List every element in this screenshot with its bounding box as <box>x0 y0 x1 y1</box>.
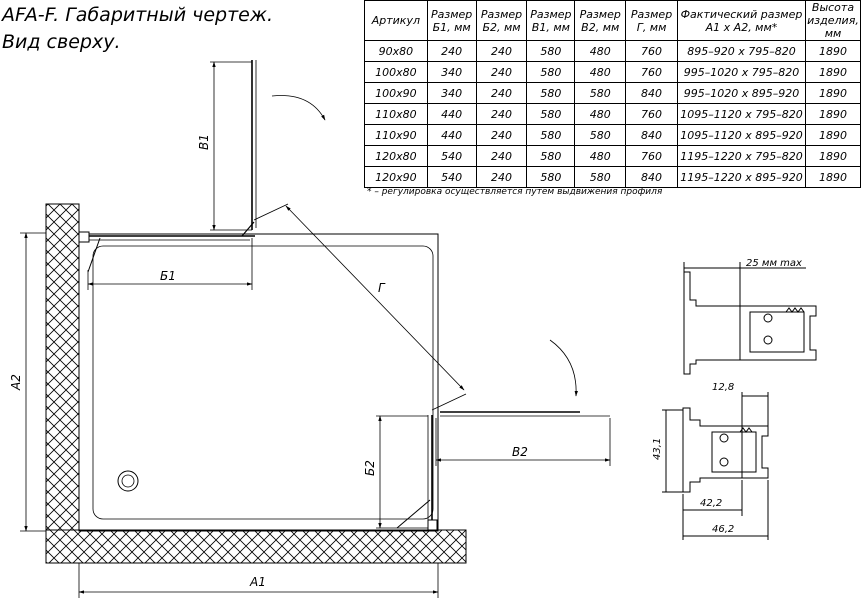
header-text: Б1, мм <box>432 20 471 34</box>
label-b1-vertical: В1 <box>197 134 211 150</box>
spec-header-row: Артикул Размер Б1, мм Размер Б2, мм Разм… <box>364 0 861 41</box>
table-cell: 1195–1220 х 895–920 <box>676 166 806 188</box>
header-text: Размер <box>630 7 673 21</box>
table-row: 120х90 540 240 580 580 840 1195–1220 х 8… <box>364 166 861 188</box>
header-text: Фактический размер <box>680 7 803 21</box>
header-cell: Фактический размер А1 х А2, мм* <box>676 0 806 41</box>
table-cell: 1890 <box>804 61 861 83</box>
tray-outline <box>78 233 439 532</box>
dim-42-2: 42,2 <box>700 498 722 509</box>
table-cell: 580 <box>574 124 627 146</box>
table-cell: 480 <box>574 103 627 125</box>
table-row: 100х90 340 240 580 580 840 995–1020 х 89… <box>364 82 861 104</box>
dim-12-8: 12,8 <box>712 382 734 393</box>
header-text: Б2, мм <box>482 20 521 34</box>
drain <box>117 470 139 492</box>
label-b1: Б1 <box>160 269 176 283</box>
table-cell: 1890 <box>804 103 861 125</box>
header-cell: Артикул <box>364 0 428 41</box>
hinge-b1 <box>87 237 101 273</box>
header-cell: Высота изделия, мм <box>804 0 861 41</box>
header-text: изделия, <box>807 14 859 27</box>
dim-43-1: 43,1 <box>652 438 663 460</box>
header-text: Артикул <box>371 14 420 27</box>
header-cell: Размер В1, мм <box>526 0 576 41</box>
label-a2: А2 <box>9 374 23 391</box>
title-line-2: Вид сверху. <box>2 31 121 53</box>
wall-profile-bottom <box>427 519 438 531</box>
header-text: Размер <box>579 7 621 21</box>
table-cell: 540 <box>426 166 477 188</box>
header-text: Размер <box>480 7 523 21</box>
table-cell: 240 <box>475 166 528 188</box>
table-row: 120х80 540 240 580 480 760 1195–1220 х 7… <box>364 145 861 167</box>
table-cell: 580 <box>526 40 576 62</box>
label-b2: Б2 <box>363 460 377 476</box>
table-cell: 440 <box>426 124 477 146</box>
table-cell: 840 <box>625 166 678 188</box>
spec-table: Артикул Размер Б1, мм Размер Б2, мм Разм… <box>364 0 861 188</box>
table-cell: 1890 <box>804 145 861 167</box>
header-text: Высота <box>811 1 855 14</box>
table-cell: 840 <box>625 124 678 146</box>
bottom-wall <box>45 529 467 564</box>
drawing-title: AFA-F. Габаритный чертеж. Вид сверху. <box>2 2 273 56</box>
hinge-b2 <box>396 499 431 529</box>
wall-profile-top <box>78 231 90 243</box>
table-cell: 580 <box>526 166 576 188</box>
header-text: мм <box>824 27 842 40</box>
header-text: Размер <box>530 7 572 21</box>
table-cell: 580 <box>574 166 627 188</box>
profile-detail-top <box>683 262 817 375</box>
table-cell: 580 <box>526 145 576 167</box>
adjustment-note: * – регулировка осуществляется путем выд… <box>367 187 663 197</box>
header-text: В2, мм <box>581 20 620 34</box>
table-row: 90х80 240 240 580 480 760 895–920 х 795–… <box>364 40 861 62</box>
table-cell: 100х90 <box>364 82 428 104</box>
drain-inner <box>121 474 135 488</box>
table-cell: 580 <box>574 82 627 104</box>
table-cell: 760 <box>625 61 678 83</box>
header-cell: Размер В2, мм <box>574 0 627 41</box>
hinge-b1-b <box>241 221 255 237</box>
dim-25max: 25 мм max <box>746 258 802 269</box>
title-line-1: AFA-F. Габаритный чертеж. <box>2 4 273 26</box>
header-text: В1, мм <box>531 20 570 34</box>
table-cell: 540 <box>426 145 477 167</box>
table-cell: 1095–1120 х 895–920 <box>676 124 806 146</box>
table-cell: 580 <box>526 61 576 83</box>
table-cell: 120х90 <box>364 166 428 188</box>
label-g: Г <box>378 281 386 295</box>
table-row: 100х80 340 240 580 480 760 995–1020 х 79… <box>364 61 861 83</box>
label-a1: А1 <box>249 575 266 589</box>
left-wall <box>45 203 80 531</box>
table-cell: 240 <box>475 145 528 167</box>
table-cell: 1890 <box>804 166 861 188</box>
label-v2: В2 <box>512 445 528 459</box>
profile-detail-bottom <box>662 392 769 540</box>
table-cell: 240 <box>475 124 528 146</box>
header-text: Г, мм <box>636 20 667 34</box>
table-cell: 760 <box>625 103 678 125</box>
dim-46-2: 46,2 <box>712 524 734 535</box>
header-text: Размер <box>431 7 473 21</box>
table-cell: 1890 <box>804 124 861 146</box>
header-text: А1 х А2, мм* <box>705 20 778 34</box>
